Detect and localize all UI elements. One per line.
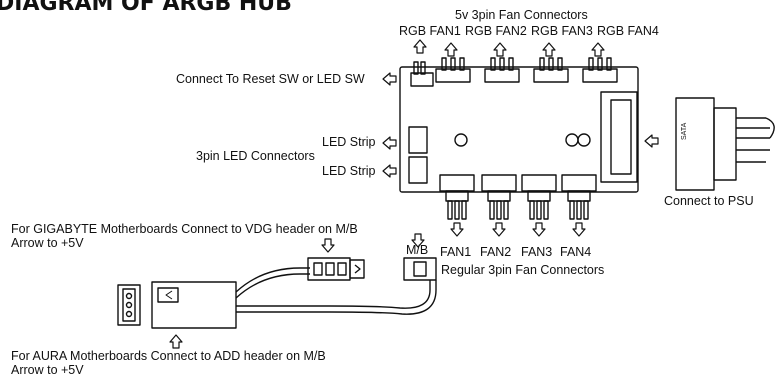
arrow-left-icon [644,134,659,148]
vdg-connector [307,257,365,281]
diagram-title: DIAGRAM OF ARGB HUB [0,0,292,16]
led-strip-connector-1 [408,126,428,154]
rgb-fan2-label: RGB FAN2 [465,24,527,38]
aura-note-line1: For AURA Motherboards Connect to ADD hea… [11,349,326,363]
regular-fan-header-1 [439,174,475,220]
arrow-left-icon [382,72,397,86]
arrow-up-icon [413,39,605,57]
led-connectors-label: 3pin LED Connectors [196,149,315,163]
gigabyte-note-line2: Arrow to +5V [11,236,84,250]
led-strip-label-2: LED Strip [322,164,376,178]
rgb-fan-header-1 [435,57,471,83]
hub-board [399,66,639,193]
add-plug-end [117,284,141,326]
regular-fan-header-2 [481,174,517,220]
rgb-fan-header-3 [533,57,569,83]
rgb-fan1-label: RGB FAN1 [399,24,461,38]
connect-psu-label: Connect to PSU [664,194,754,208]
arrow-down-icon [450,222,586,237]
fan3-label: FAN3 [521,245,553,259]
mb-header-connector [403,257,437,281]
cable [235,267,310,293]
gigabyte-note-line1: For GIGABYTE Motherboards Connect to VDG… [11,222,358,236]
arrow-down-icon [411,233,425,248]
cable [235,280,437,315]
regular-fan-header-3 [521,174,557,220]
aura-note-line2: Arrow to +5V [11,363,84,377]
reset-sw-header [410,61,434,87]
mb-label: M/B [406,243,429,257]
reset-sw-label: Connect To Reset SW or LED SW [176,72,365,86]
arrow-down-icon [321,238,335,253]
mounting-hole [565,133,579,147]
cable [236,280,431,309]
arrow-up-icon [169,334,183,349]
mounting-hole [577,133,591,147]
rgb-fan-header-2 [484,57,520,83]
regular-fan-header-4 [561,174,597,220]
rgb-fan4-label: RGB FAN4 [597,24,659,38]
fan1-label: FAN1 [440,245,472,259]
top-header-label: 5v 3pin Fan Connectors [455,8,588,22]
mounting-hole [454,133,468,147]
arrow-left-icon [382,164,397,178]
fan4-label: FAN4 [560,245,592,259]
add-connector [151,281,237,329]
led-strip-label-1: LED Strip [322,135,376,149]
rgb-fan-header-4 [582,57,618,83]
sata-label: SATA [681,122,688,140]
cable [235,273,310,299]
fan2-label: FAN2 [480,245,512,259]
board-power-socket [600,91,638,183]
sata-power-connector [675,97,775,191]
rgb-fan3-label: RGB FAN3 [531,24,593,38]
arrow-left-icon [382,136,397,150]
regular-fans-label: Regular 3pin Fan Connectors [441,263,605,277]
led-strip-connector-2 [408,156,428,184]
